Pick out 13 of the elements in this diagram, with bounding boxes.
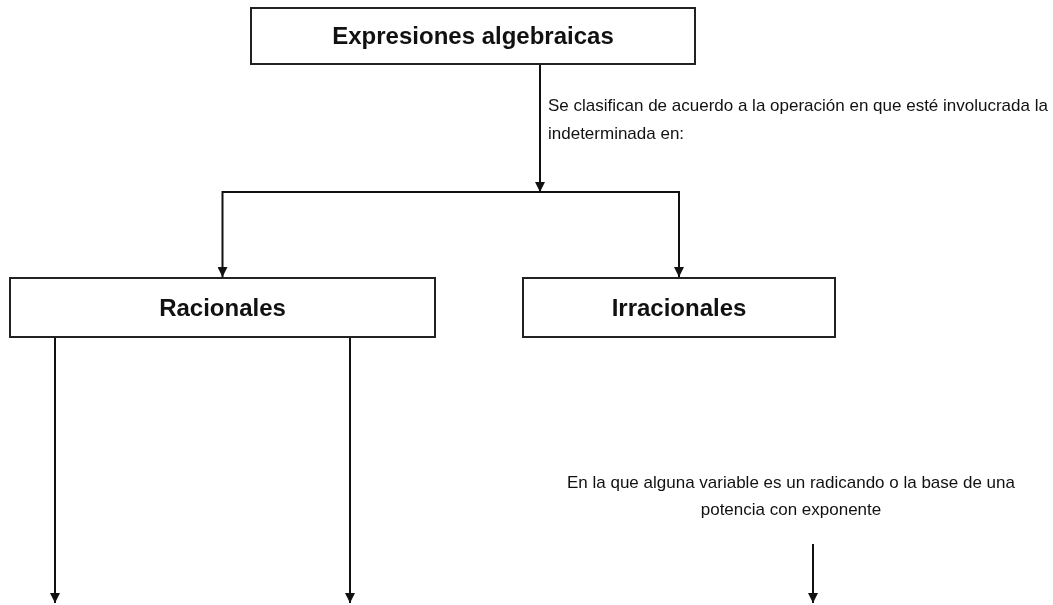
concept-box: [522, 277, 836, 338]
concept-box: [250, 7, 696, 65]
arrow: [345, 337, 355, 604]
box-title: Expresiones algebraicas: [332, 22, 614, 50]
arrow: [808, 543, 818, 604]
note-text: En la que alguna variable es un radicando o la base de una potencia con exponente: [566, 471, 1016, 521]
box-title: Irracionales: [611, 293, 747, 322]
arrow: [50, 337, 60, 604]
arrow: [217, 191, 541, 278]
arrow: [535, 64, 545, 193]
concept-box: [9, 277, 436, 338]
arrow: [539, 191, 684, 278]
box-title: Racionales: [159, 293, 286, 322]
